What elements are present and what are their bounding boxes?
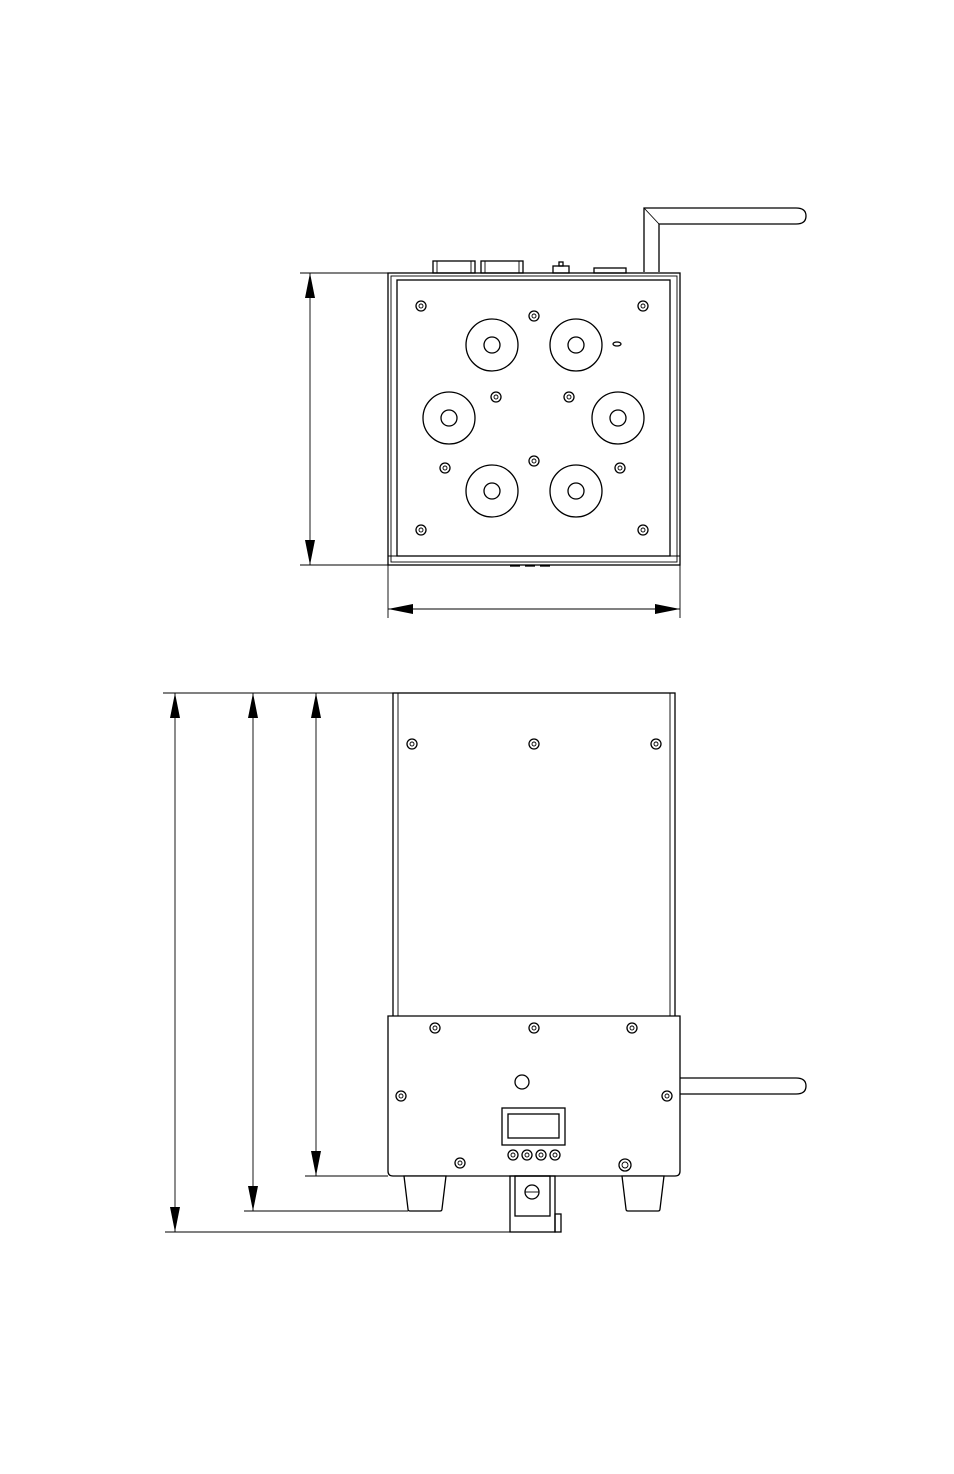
top-connectors <box>433 261 626 273</box>
arrow-up-icon <box>305 273 315 298</box>
screw-icon <box>651 739 661 749</box>
lens-icon <box>423 392 475 444</box>
screw-icon <box>416 301 426 311</box>
arrow-left-icon <box>388 604 413 614</box>
dimension-line-width <box>388 565 680 618</box>
top-view <box>300 208 806 618</box>
arrow-right-icon <box>655 604 680 614</box>
arrow-down-icon <box>311 1151 321 1176</box>
lens-icon <box>550 465 602 517</box>
arrow-up-icon <box>248 693 258 718</box>
side-housing <box>393 693 675 1018</box>
lens-icon <box>466 465 518 517</box>
arrow-down-icon <box>248 1186 258 1211</box>
screw-icon <box>529 311 539 321</box>
screw-icon <box>416 525 426 535</box>
lens-icon <box>592 392 644 444</box>
screw-icon <box>491 392 501 402</box>
screw-icon <box>564 392 574 402</box>
lens-icon <box>466 319 518 371</box>
antenna <box>644 208 806 272</box>
side-antenna <box>680 1078 806 1094</box>
screw-icon <box>440 463 450 473</box>
arrow-up-icon <box>311 693 321 718</box>
side-view <box>163 693 806 1232</box>
screw-icon <box>638 525 648 535</box>
indicator-led-icon <box>613 342 621 346</box>
feet <box>404 1176 664 1211</box>
screw-icon <box>529 456 539 466</box>
arrow-down-icon <box>305 540 315 565</box>
screw-icon <box>615 463 625 473</box>
screw-icon <box>638 301 648 311</box>
side-base-panel <box>388 1016 680 1176</box>
mount-bracket <box>510 1176 561 1232</box>
lens-icon <box>550 319 602 371</box>
screw-icon <box>529 739 539 749</box>
dimension-line-with-feet <box>240 693 408 1211</box>
dimension-line-height <box>300 273 388 565</box>
screw-icon <box>407 739 417 749</box>
led-lenses <box>423 319 644 517</box>
arrow-down-icon <box>170 1207 180 1232</box>
arrow-up-icon <box>170 693 180 718</box>
dimension-line-body <box>300 693 393 1176</box>
top-screws <box>416 301 648 535</box>
top-body <box>388 273 680 566</box>
